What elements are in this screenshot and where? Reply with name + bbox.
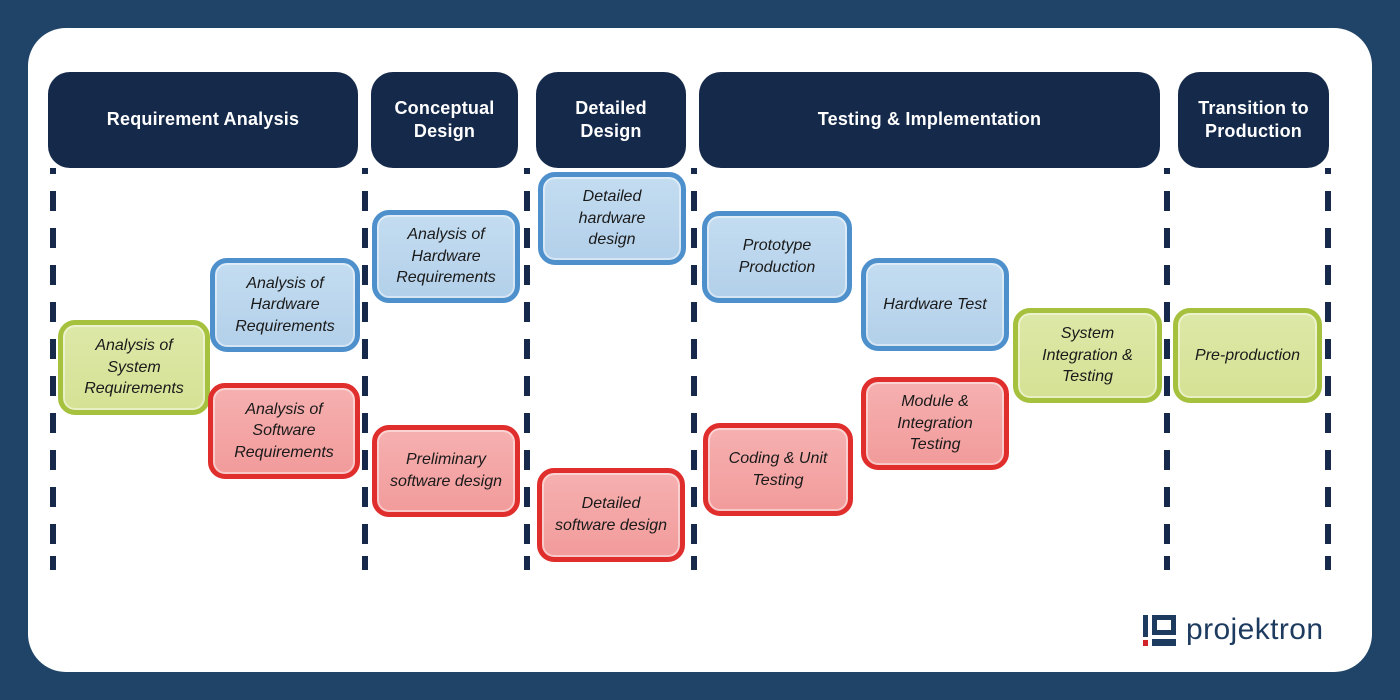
phase-header-requirement-analysis: Requirement Analysis [48, 72, 358, 168]
task-detailed-hardware-design: Detailed hardware design [538, 172, 686, 265]
task-system-integration-testing: System Integration & Testing [1013, 308, 1162, 403]
column-divider [691, 168, 697, 570]
projektron-logo-icon [1143, 613, 1177, 647]
task-analysis-of-software-requirements: Analysis of Software Requirements [208, 383, 360, 479]
task-analysis-of-hardware-requirements-2: Analysis of Hardware Requirements [372, 210, 520, 303]
task-analysis-of-system-requirements: Analysis of System Requirements [58, 320, 210, 415]
task-preliminary-software-design: Preliminary software design [372, 425, 520, 517]
logo-bar-shape [1143, 615, 1148, 637]
task-prototype-production: Prototype Production [702, 211, 852, 303]
column-divider [1164, 168, 1170, 570]
phase-header-detailed-design: Detailed Design [536, 72, 686, 168]
projektron-logo: projektron [1143, 610, 1323, 650]
logo-red-dot [1143, 640, 1148, 646]
phase-header-transition-to-production: Transition to Production [1178, 72, 1329, 168]
task-pre-production: Pre-production [1173, 308, 1322, 403]
phase-header-conceptual-design: Conceptual Design [371, 72, 518, 168]
column-divider [362, 168, 368, 570]
task-detailed-software-design: Detailed software design [537, 468, 685, 562]
phase-header-testing-implementation: Testing & Implementation [699, 72, 1160, 168]
task-module-integration-testing: Module & Integration Testing [861, 377, 1009, 470]
projektron-logo-text: projektron [1186, 613, 1324, 646]
task-analysis-of-hardware-requirements-1: Analysis of Hardware Requirements [210, 258, 360, 352]
logo-square-outline [1152, 615, 1176, 635]
column-divider [50, 168, 56, 570]
column-divider [1325, 168, 1331, 570]
logo-base-bar [1152, 639, 1176, 646]
column-divider [524, 168, 530, 570]
task-coding-unit-testing: Coding & Unit Testing [703, 423, 853, 516]
task-hardware-test: Hardware Test [861, 258, 1009, 351]
